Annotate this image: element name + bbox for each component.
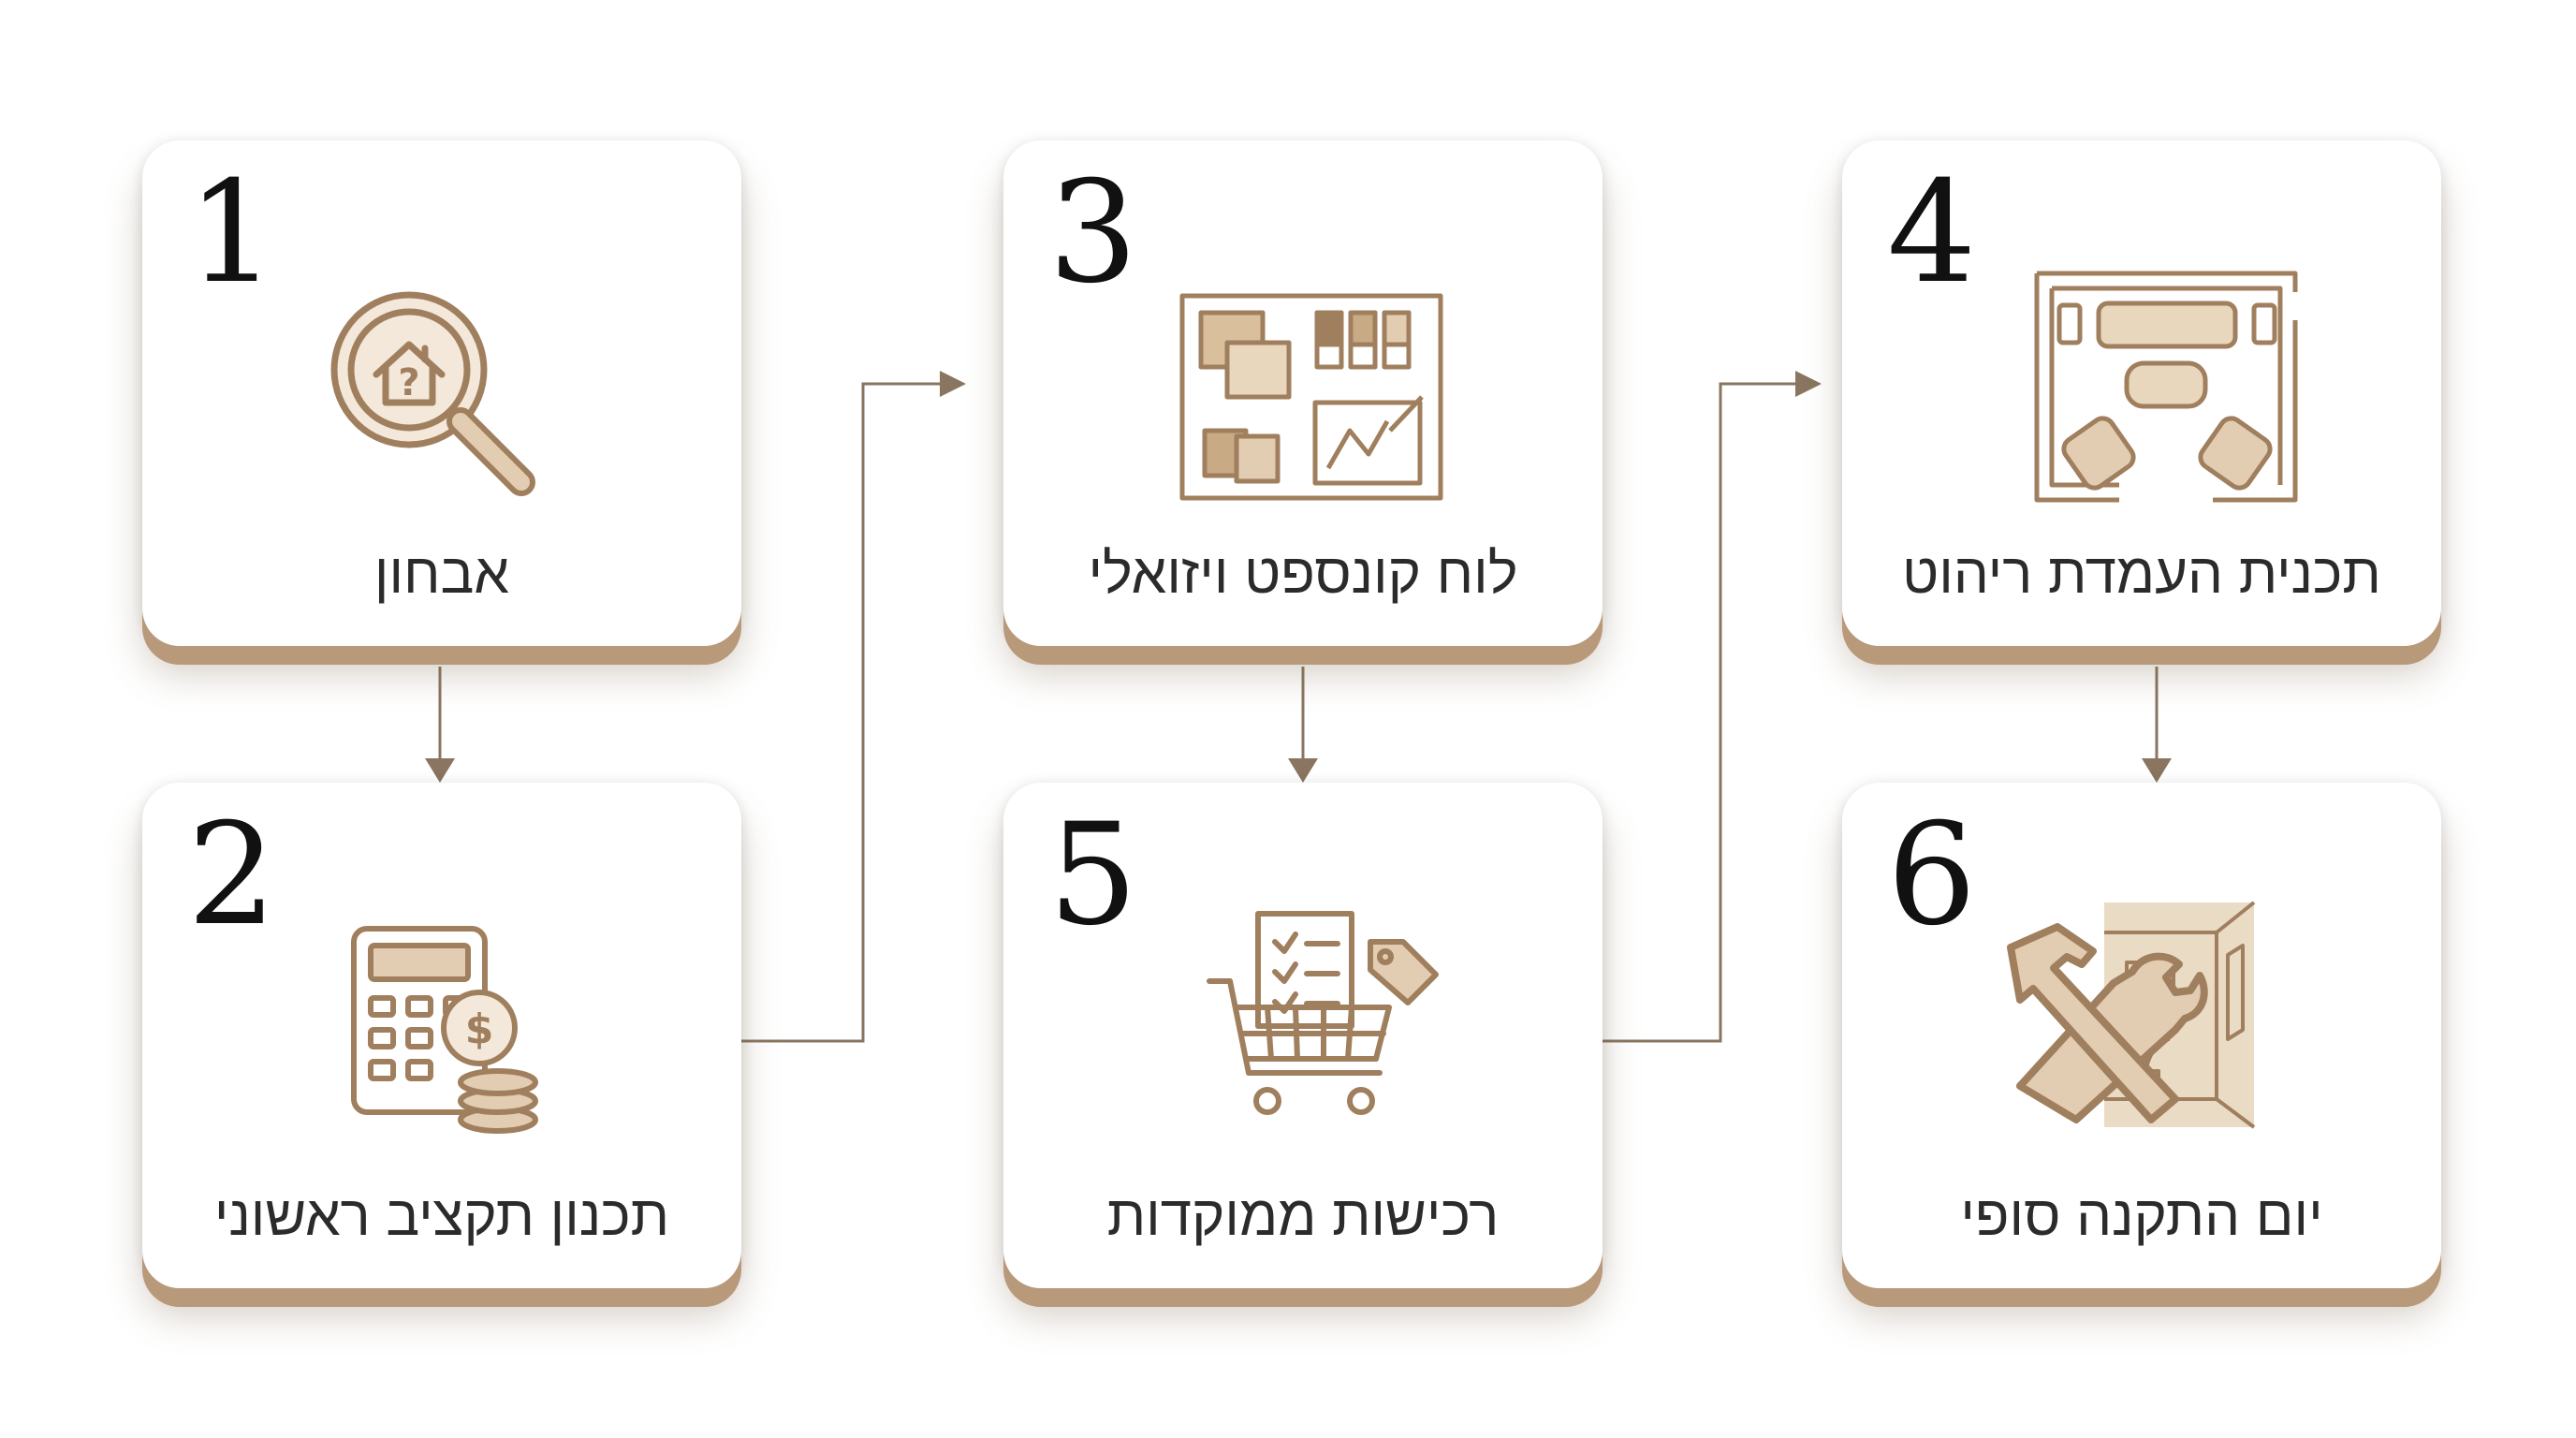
arrow-2-to-3 bbox=[741, 382, 945, 1043]
step-number: 1 bbox=[187, 152, 277, 315]
moodboard-icon bbox=[1179, 293, 1443, 501]
step-label: לוח קונספט ויזואלי bbox=[1088, 542, 1518, 605]
step-label: תכנית העמדת ריהוט bbox=[1902, 542, 2381, 605]
calculator-coins-icon: $ bbox=[351, 926, 538, 1134]
step-number: 2 bbox=[187, 794, 277, 957]
arrow-5-to-4 bbox=[1603, 382, 1801, 1043]
svg-text:?: ? bbox=[398, 361, 419, 404]
arrowhead-1-to-2 bbox=[425, 758, 455, 783]
step-card-2: 2 $ תכנון תקציב ראשוני bbox=[142, 783, 741, 1288]
shopping-cart-icon bbox=[1207, 911, 1439, 1115]
step-card-3: 3 לוח קונספט ויזואלי bbox=[1003, 140, 1603, 646]
step-number: 6 bbox=[1887, 794, 1977, 957]
step-card-4: 4 תכנית העמדת ריהוט bbox=[1842, 140, 2441, 646]
furniture-layout-icon bbox=[2034, 271, 2298, 503]
arrowhead-5-to-4 bbox=[1795, 371, 1822, 397]
arrowhead-4-to-6 bbox=[2142, 758, 2172, 783]
step-label: תכנון תקציב ראשוני bbox=[213, 1184, 670, 1247]
tools-room-icon bbox=[2007, 901, 2256, 1129]
step-label: יום התקנה סופי bbox=[1960, 1184, 2323, 1247]
step-card-6: 6 יום התקנה סופי bbox=[1842, 783, 2441, 1288]
step-label: רכישות ממוקדות bbox=[1106, 1184, 1500, 1247]
step-number: 3 bbox=[1048, 152, 1138, 315]
step-number: 5 bbox=[1048, 794, 1138, 957]
step-card-1: 1 ? אבחון bbox=[142, 140, 741, 646]
step-number: 4 bbox=[1887, 152, 1977, 315]
step-label: אבחון bbox=[373, 542, 510, 605]
svg-text:$: $ bbox=[465, 1005, 494, 1053]
arrowhead-3-to-5 bbox=[1288, 758, 1318, 783]
arrowhead-2-to-3 bbox=[940, 371, 966, 397]
house-magnifier-icon: ? bbox=[330, 291, 535, 496]
step-card-5: 5 רכישות ממוקדות bbox=[1003, 783, 1603, 1288]
